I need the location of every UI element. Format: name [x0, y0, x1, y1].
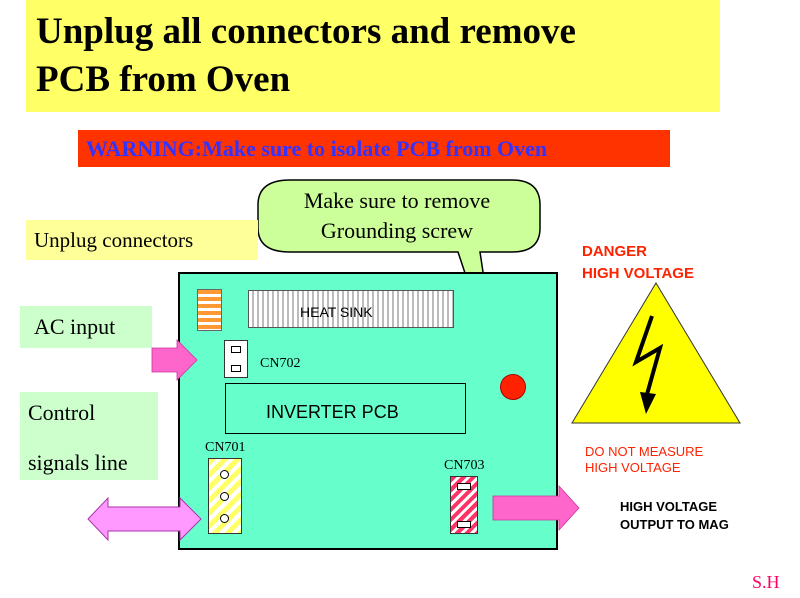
cn703-label: CN703 — [444, 458, 485, 473]
cn703-connector — [450, 476, 478, 534]
author-signature: S.H — [752, 572, 780, 592]
lightning-bolt-icon — [632, 315, 664, 399]
cn702-pin — [231, 365, 241, 372]
heat-sink-label: HEAT SINK — [300, 304, 373, 320]
control-signals-label-box — [20, 392, 158, 480]
do-not-measure-label: DO NOT MEASURE HIGH VOLTAGE — [585, 444, 704, 475]
ac-input-label-box — [20, 306, 152, 348]
cn701-pin — [220, 514, 229, 523]
cn701-label: CN701 — [205, 440, 246, 455]
heat-sink — [248, 290, 454, 328]
cn703-pin — [457, 483, 471, 490]
warning-banner — [78, 130, 670, 167]
unplug-label-box — [26, 220, 258, 260]
cn702-connector — [224, 340, 248, 378]
title-banner — [26, 0, 720, 112]
cn701-pin — [220, 492, 229, 501]
unplug-label: Unplug connectors — [34, 228, 194, 252]
inverter-pcb-label: INVERTER PCB — [266, 402, 399, 422]
cn703-pin — [457, 521, 471, 528]
grounding-screw-icon — [500, 374, 526, 400]
cn701-connector — [208, 458, 242, 534]
callout-text: Make sure to remove Grounding screw — [303, 188, 491, 243]
page-title: Unplug all connectors and remove PCB fro… — [36, 11, 576, 100]
cn702-pin — [231, 346, 241, 353]
control-label-line1: Control — [28, 400, 96, 425]
hv-output-label: HIGH VOLTAGE OUTPUT TO MAG — [620, 499, 729, 532]
control-label-line2: signals line — [28, 450, 128, 475]
warning-text: WARNING:Make sure to isolate PCB from Ov… — [86, 136, 548, 161]
ac-input-arrow — [151, 339, 198, 381]
inverter-pcb-box — [225, 383, 466, 434]
danger-label: DANGER HIGH VOLTAGE — [582, 243, 694, 282]
high-voltage-warning-icon — [571, 282, 741, 424]
ac-input-label: AC input — [34, 314, 116, 339]
lightning-bolt-tip — [640, 392, 656, 414]
control-signals-arrow — [87, 496, 202, 542]
hv-output-arrow — [492, 484, 580, 532]
pcb-component-block — [197, 289, 222, 331]
cn701-pin — [220, 470, 229, 479]
cn702-label: CN702 — [260, 356, 301, 371]
